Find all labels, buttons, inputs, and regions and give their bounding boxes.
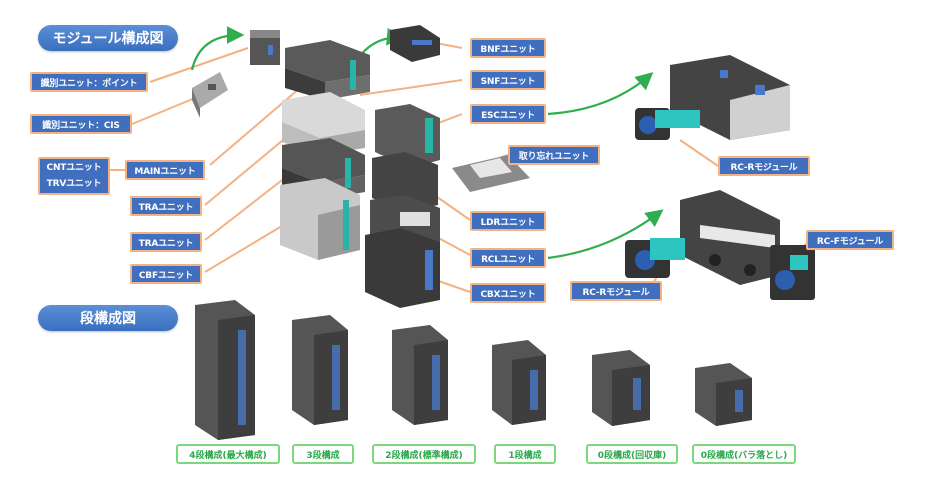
rcl-unit-label: RCLユニット (470, 248, 546, 268)
cbx-unit-label: CBXユニット (470, 283, 546, 303)
tra-unit-label-2: TRAユニット (130, 232, 202, 252)
stage-caption-1: 1段構成 (494, 444, 556, 464)
cnt-trv-unit-label: CNTユニット TRVユニット (38, 157, 110, 195)
stage-diagram-title: 段構成図 (38, 305, 178, 331)
trv-unit-label: TRVユニット (46, 179, 102, 189)
rcl-rcr-rcf-illustration (625, 190, 815, 300)
stage-caption-3: 3段構成 (292, 444, 354, 464)
ldr-unit-label: LDRユニット (470, 211, 546, 231)
stage-caption-0-collect: 0段構成(回収庫) (586, 444, 678, 464)
module-diagram-title: モジュール構成図 (38, 25, 178, 51)
rc-r-module-label-bottom: RC-Rモジュール (570, 281, 662, 301)
bnf-unit-illustration (390, 25, 440, 62)
bnf-unit-label: BNFユニット (470, 38, 546, 58)
stage-caption-4: 4段構成(最大構成) (176, 444, 280, 464)
snf-unit-label: SNFユニット (470, 70, 546, 90)
rc-f-module-label: RC-Fモジュール (806, 230, 894, 250)
stage-caption-0-bulk: 0段構成(バラ落とし) (692, 444, 796, 464)
esc-unit-label: ESCユニット (470, 104, 546, 124)
stage-caption-2: 2段構成(標準構成) (372, 444, 476, 464)
id-unit-cis-label: 識別ユニット：CIS (30, 114, 132, 134)
forgotten-item-unit-label: 取り忘れユニット (508, 145, 600, 165)
right-center-units-illustration (365, 104, 440, 308)
esc-rcr-top-illustration (635, 55, 790, 140)
main-unit-label: MAINユニット (125, 160, 205, 180)
tra-unit-label-1: TRAユニット (130, 196, 202, 216)
id-unit-point-illustration (250, 30, 280, 65)
cnt-unit-label: CNTユニット (46, 163, 102, 173)
id-unit-point-label: 識別ユニット：ポイント (30, 72, 148, 92)
stage-config-illustrations (195, 300, 752, 440)
cbf-unit-label: CBFユニット (130, 264, 202, 284)
central-stack-illustration (280, 40, 370, 260)
rc-r-module-label-top: RC-Rモジュール (718, 156, 810, 176)
id-unit-cis-illustration (192, 72, 228, 118)
